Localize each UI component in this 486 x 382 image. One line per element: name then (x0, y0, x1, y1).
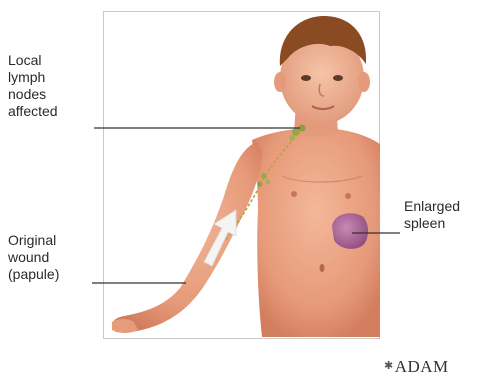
eye-right (333, 75, 343, 81)
spleen-organ (332, 213, 368, 249)
logo-text: ADAM (395, 357, 449, 376)
nipple-right (345, 193, 351, 199)
label-wound: Original wound (papule) (8, 232, 59, 283)
eye-left (301, 75, 311, 81)
label-lymph-nodes: Local lymph nodes affected (8, 52, 58, 120)
arm (112, 142, 262, 333)
adam-logo: ✱ADAM (384, 357, 449, 377)
navel (320, 264, 325, 272)
ear-left (274, 72, 286, 92)
label-spleen: Enlarged spleen (404, 198, 460, 232)
star-icon: ✱ (384, 360, 394, 372)
nipple-left (291, 191, 297, 197)
ear-right (358, 72, 370, 92)
